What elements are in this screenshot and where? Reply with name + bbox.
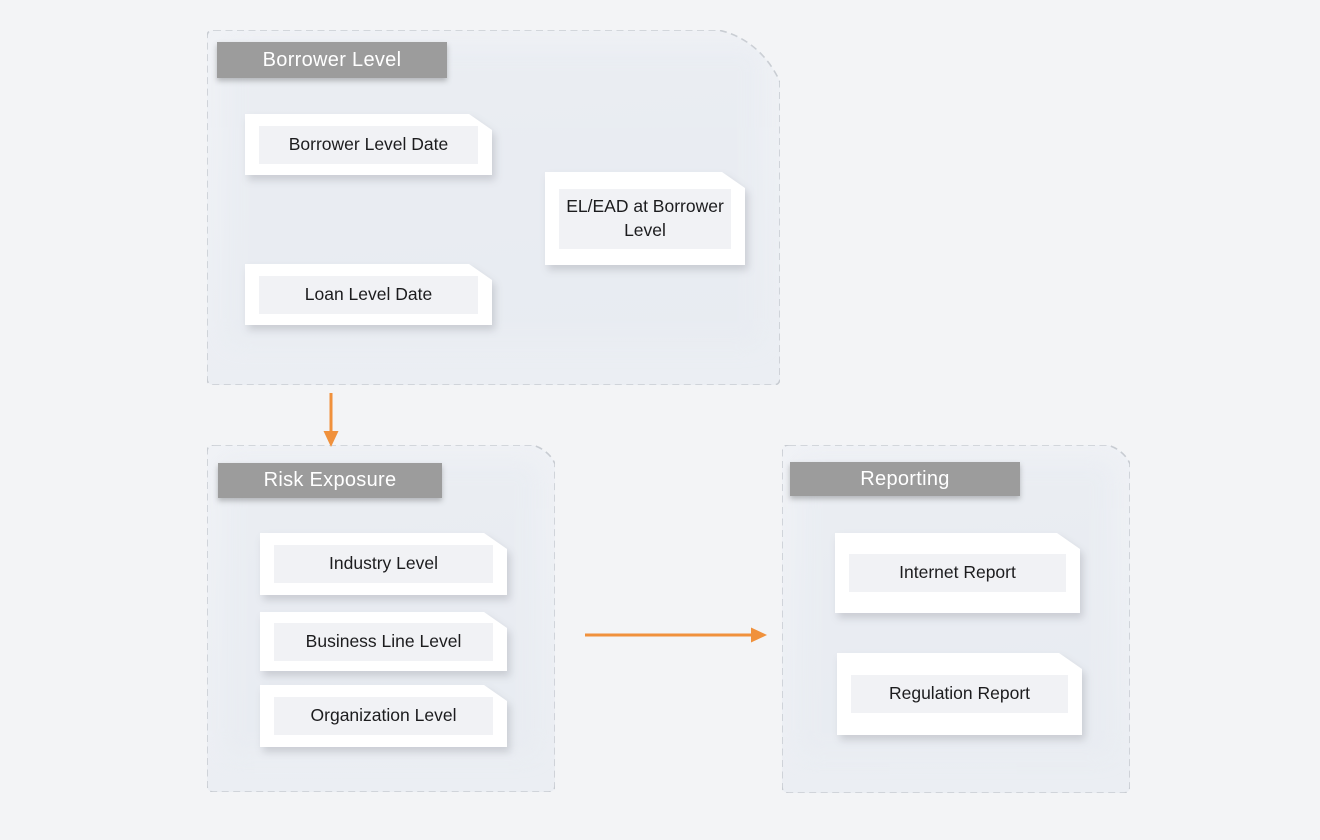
arrow-risk-to-reporting xyxy=(585,627,767,643)
group-title-risk-exposure: Risk Exposure xyxy=(218,463,442,498)
card-organization-level-label: Organization Level xyxy=(274,697,493,735)
card-business-line-level-face: Business Line Level xyxy=(260,612,507,671)
group-borrower-level: Borrower Level Borrower Level Date Loan … xyxy=(207,30,780,385)
card-loan-level-date-label: Loan Level Date xyxy=(259,276,478,314)
group-title-borrower-level: Borrower Level xyxy=(217,42,447,78)
card-loan-level-date-face: Loan Level Date xyxy=(245,264,492,325)
card-el-ead-borrower-level: EL/EAD at Borrower Level xyxy=(545,172,745,265)
group-risk-exposure: Risk Exposure Industry Level Business Li… xyxy=(207,445,555,792)
card-regulation-report-face: Regulation Report xyxy=(837,653,1082,735)
card-industry-level-label: Industry Level xyxy=(274,545,493,583)
card-business-line-level: Business Line Level xyxy=(260,612,507,671)
group-reporting-outline xyxy=(782,445,1130,793)
card-borrower-level-date-face: Borrower Level Date xyxy=(245,114,492,175)
card-internet-report: Internet Report xyxy=(835,533,1080,613)
card-business-line-level-label: Business Line Level xyxy=(274,623,493,661)
group-title-reporting: Reporting xyxy=(790,462,1020,496)
card-borrower-level-date-label: Borrower Level Date xyxy=(259,126,478,164)
card-organization-level-face: Organization Level xyxy=(260,685,507,747)
card-regulation-report: Regulation Report xyxy=(837,653,1082,735)
card-regulation-report-label: Regulation Report xyxy=(851,675,1068,713)
arrow-borrower-to-risk xyxy=(323,393,339,447)
card-loan-level-date: Loan Level Date xyxy=(245,264,492,325)
card-industry-level-face: Industry Level xyxy=(260,533,507,595)
group-reporting: Reporting Internet Report Regulation Rep… xyxy=(782,445,1130,793)
card-organization-level: Organization Level xyxy=(260,685,507,747)
card-el-ead-borrower-level-face: EL/EAD at Borrower Level xyxy=(545,172,745,265)
card-industry-level: Industry Level xyxy=(260,533,507,595)
card-borrower-level-date: Borrower Level Date xyxy=(245,114,492,175)
card-internet-report-label: Internet Report xyxy=(849,554,1066,592)
card-el-ead-borrower-level-label: EL/EAD at Borrower Level xyxy=(559,189,731,249)
card-internet-report-face: Internet Report xyxy=(835,533,1080,613)
